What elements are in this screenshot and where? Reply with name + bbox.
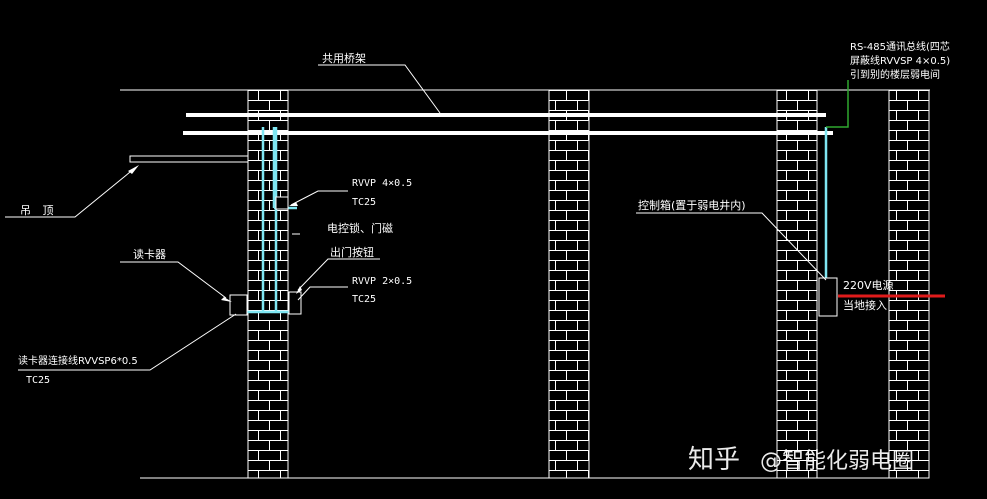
control-box-device: [818, 277, 838, 317]
label-lock: 电控锁、门磁: [327, 221, 393, 235]
cable-tray-lower: [183, 131, 833, 135]
brick-column-3: [776, 89, 818, 479]
label-card-reader: 读卡器: [133, 247, 166, 261]
leader-arrows: [128, 165, 302, 302]
watermark-brand: 知乎: [688, 445, 740, 475]
exit-button-device: [288, 291, 302, 315]
lock-device: [275, 196, 289, 210]
label-tc25-mid: TC25: [352, 294, 376, 305]
label-rs485-2: 屏蔽线RVVSP 4×0.5): [850, 54, 950, 67]
label-rvvp2: RVVP 2×0.5: [352, 276, 412, 287]
label-power-2: 当地接入: [843, 298, 887, 312]
label-rvvp4: RVVP 4×0.5: [352, 178, 412, 189]
suspended-ceiling: [129, 155, 249, 163]
cable-tray-upper: [186, 113, 826, 117]
label-tc25-bottom: TC25: [26, 375, 50, 386]
label-power-1: 220V电源: [843, 278, 894, 292]
card-reader-device: [229, 294, 248, 316]
conduits: [242, 127, 828, 314]
brick-column-1: [247, 89, 289, 479]
brick-column-2: [548, 89, 590, 479]
label-exit-button: 出门按钮: [330, 245, 374, 259]
label-ceiling: 吊 顶: [20, 204, 58, 217]
label-reader-cable: 读卡器连接线RVVSP6*0.5: [18, 354, 138, 367]
watermark-handle: @智能化弱电圈: [760, 449, 914, 474]
label-tc25-top: TC25: [352, 197, 376, 208]
label-bridge: 共用桥架: [322, 52, 366, 65]
label-rs485-3: 引到别的楼层弱电间: [850, 68, 940, 81]
leader-lines: [5, 64, 827, 371]
brick-column-4: [888, 89, 930, 479]
label-rs485-1: RS-485通讯总线(四芯: [850, 40, 950, 53]
label-control-box: 控制箱(置于弱电井内): [638, 198, 746, 212]
rs485-bus: [826, 80, 849, 128]
